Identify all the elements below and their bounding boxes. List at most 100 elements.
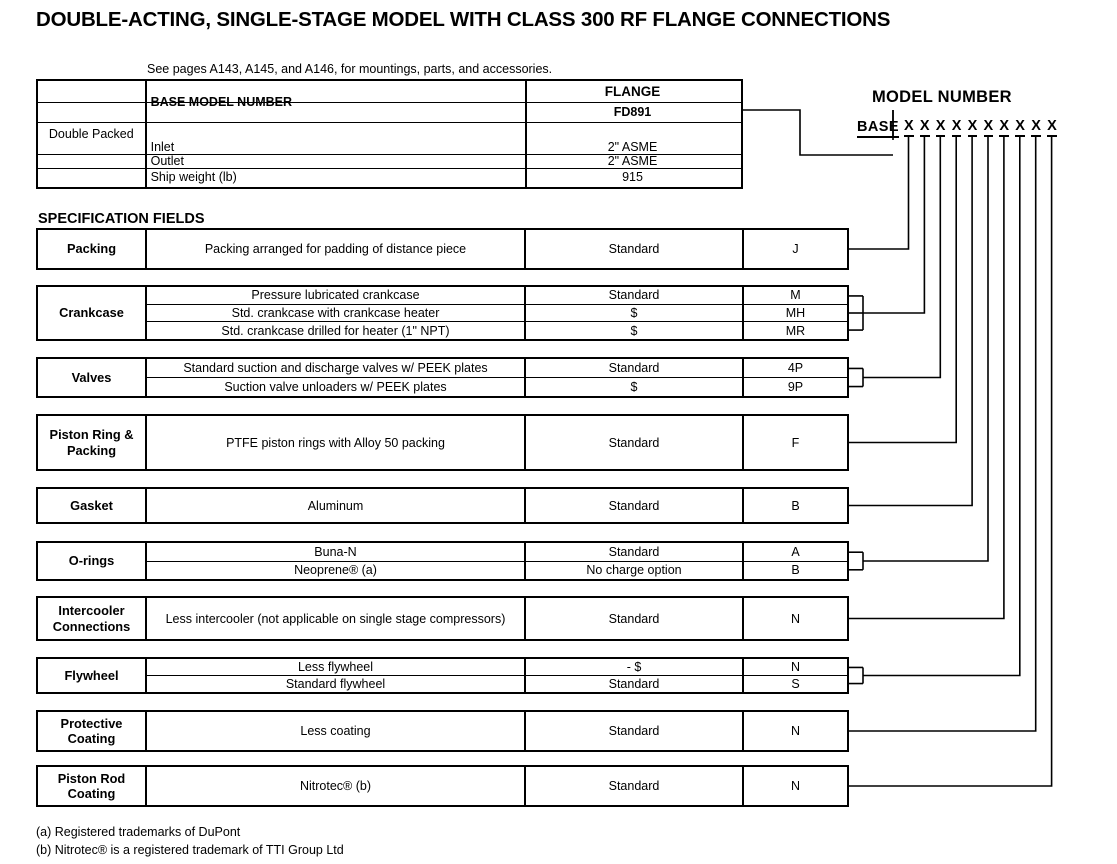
footnote-1: (a) Registered trademarks of DuPont <box>36 825 241 839</box>
base-row-shipweight-value: 915 <box>622 170 643 185</box>
spec-row-code: J <box>792 242 799 256</box>
spec-group-label: Valves <box>38 359 147 396</box>
spec-row-charge: Standard <box>526 676 744 692</box>
spec-group-label: O-rings <box>38 543 147 579</box>
spec-row-charge: Standard <box>526 230 744 268</box>
spec-row-code: N <box>790 611 801 626</box>
model-number-base-label: BASE <box>857 119 899 138</box>
spec-row-description: Less coating <box>147 712 526 750</box>
spec-row-charge: Standard <box>526 489 744 522</box>
base-row-outlet-value: 2" ASME <box>607 154 658 168</box>
spec-row-description: Packing arranged for padding of distance… <box>147 230 526 268</box>
spec-row: Nitrotec® (b)Standard N <box>147 767 847 805</box>
spec-row-code: F <box>791 435 800 450</box>
model-placeholder-4: X <box>951 119 962 137</box>
spec-row-code: 9P <box>787 380 804 394</box>
base-row-outlet-label: Outlet <box>150 154 184 168</box>
model-placeholder-2: X <box>919 119 930 137</box>
spec-row-code: N <box>790 660 801 674</box>
spec-row-charge: No charge option <box>526 561 744 579</box>
spec-row-charge: Standard <box>526 543 744 561</box>
spec-row: Std. crankcase drilled for heater (1" NP… <box>147 322 847 340</box>
spec-group-label: Intercooler Connections <box>38 598 147 639</box>
spec-row-description: PTFE piston rings with Alloy 50 packing <box>147 416 526 469</box>
spec-row-code: 4P <box>787 361 804 375</box>
spec-row-code: M <box>790 288 801 303</box>
spec-row-code: S <box>791 677 800 691</box>
spec-group-label: Packing <box>38 230 147 268</box>
page-title: DOUBLE-ACTING, SINGLE-STAGE MODEL WITH C… <box>36 8 891 31</box>
model-placeholder-1: X <box>904 119 914 137</box>
spec-fields-heading: SPECIFICATION FIELDS <box>38 211 205 227</box>
spec-row-charge: Standard <box>526 767 744 805</box>
spec-row: Suction valve unloaders w/ PEEK plates$9… <box>147 378 847 396</box>
spec-group-rows: Standard suction and discharge valves w/… <box>147 359 847 396</box>
spec-group-label: Crankcase <box>38 287 147 339</box>
spec-row: Less flywheel- $N <box>147 659 847 676</box>
spec-row: Std. crankcase with crankcase heater$ MH <box>147 304 847 323</box>
model-placeholder-6: X <box>983 119 994 137</box>
spec-row-description: Standard flywheel <box>147 676 526 692</box>
spec-row-charge: Standard <box>526 287 744 304</box>
spec-group-rows: Less intercooler (not applicable on sing… <box>147 598 847 639</box>
model-placeholder-9: X <box>1031 119 1041 137</box>
spec-row-code: N <box>790 779 801 793</box>
spec-row-description: Less intercooler (not applicable on sing… <box>147 598 526 639</box>
spec-row-description: Standard suction and discharge valves w/… <box>147 359 526 377</box>
flange-header: FLANGE <box>604 84 661 99</box>
spec-row-description: Std. crankcase with crankcase heater <box>147 304 526 322</box>
spec-row-charge: Standard <box>526 416 744 469</box>
spec-row-charge: Standard <box>526 359 744 377</box>
spec-group-label: Piston Ring & Packing <box>38 416 147 469</box>
reference-note: See pages A143, A145, and A146, for moun… <box>147 62 553 76</box>
model-placeholder-7: X <box>999 119 1010 137</box>
spec-row-code: MH <box>785 306 806 320</box>
spec-row: Packing arranged for padding of distance… <box>147 230 847 268</box>
spec-row-charge: $ <box>526 378 744 396</box>
model-placeholder-5: X <box>967 119 978 137</box>
model-placeholder-3: X <box>935 119 946 137</box>
base-row-shipweight-label: Ship weight (lb) <box>150 170 237 185</box>
spec-row-description: Buna-N <box>147 543 526 561</box>
spec-row-code: B <box>791 563 800 578</box>
base-row-inlet-label: Inlet <box>150 139 175 154</box>
spec-row-code: N <box>790 724 801 738</box>
spec-group-label: Flywheel <box>38 659 147 692</box>
spec-row: Standard suction and discharge valves w/… <box>147 359 847 378</box>
spec-row-description: Aluminum <box>147 489 526 522</box>
model-placeholder-8: X <box>1015 119 1025 137</box>
spec-row-code: MR <box>785 323 806 338</box>
spec-row-charge: Standard <box>526 598 744 639</box>
flange-model-code: FD891 <box>613 105 652 119</box>
spec-row: Less intercooler (not applicable on sing… <box>147 598 847 639</box>
spec-row-code: A <box>791 544 800 559</box>
spec-row-description: Std. crankcase drilled for heater (1" NP… <box>147 322 526 340</box>
spec-row-charge: $ <box>526 304 744 322</box>
model-placeholder-10: X <box>1047 119 1057 137</box>
spec-group-label: Piston Rod Coating <box>38 767 147 805</box>
base-row-inlet-value: 2" ASME <box>607 139 658 154</box>
footnote-2: (b) Nitrotec® is a registered trademark … <box>36 843 344 858</box>
spec-group-rows: Nitrotec® (b)Standard N <box>147 767 847 805</box>
spec-row-description: Nitrotec® (b) <box>147 767 526 805</box>
